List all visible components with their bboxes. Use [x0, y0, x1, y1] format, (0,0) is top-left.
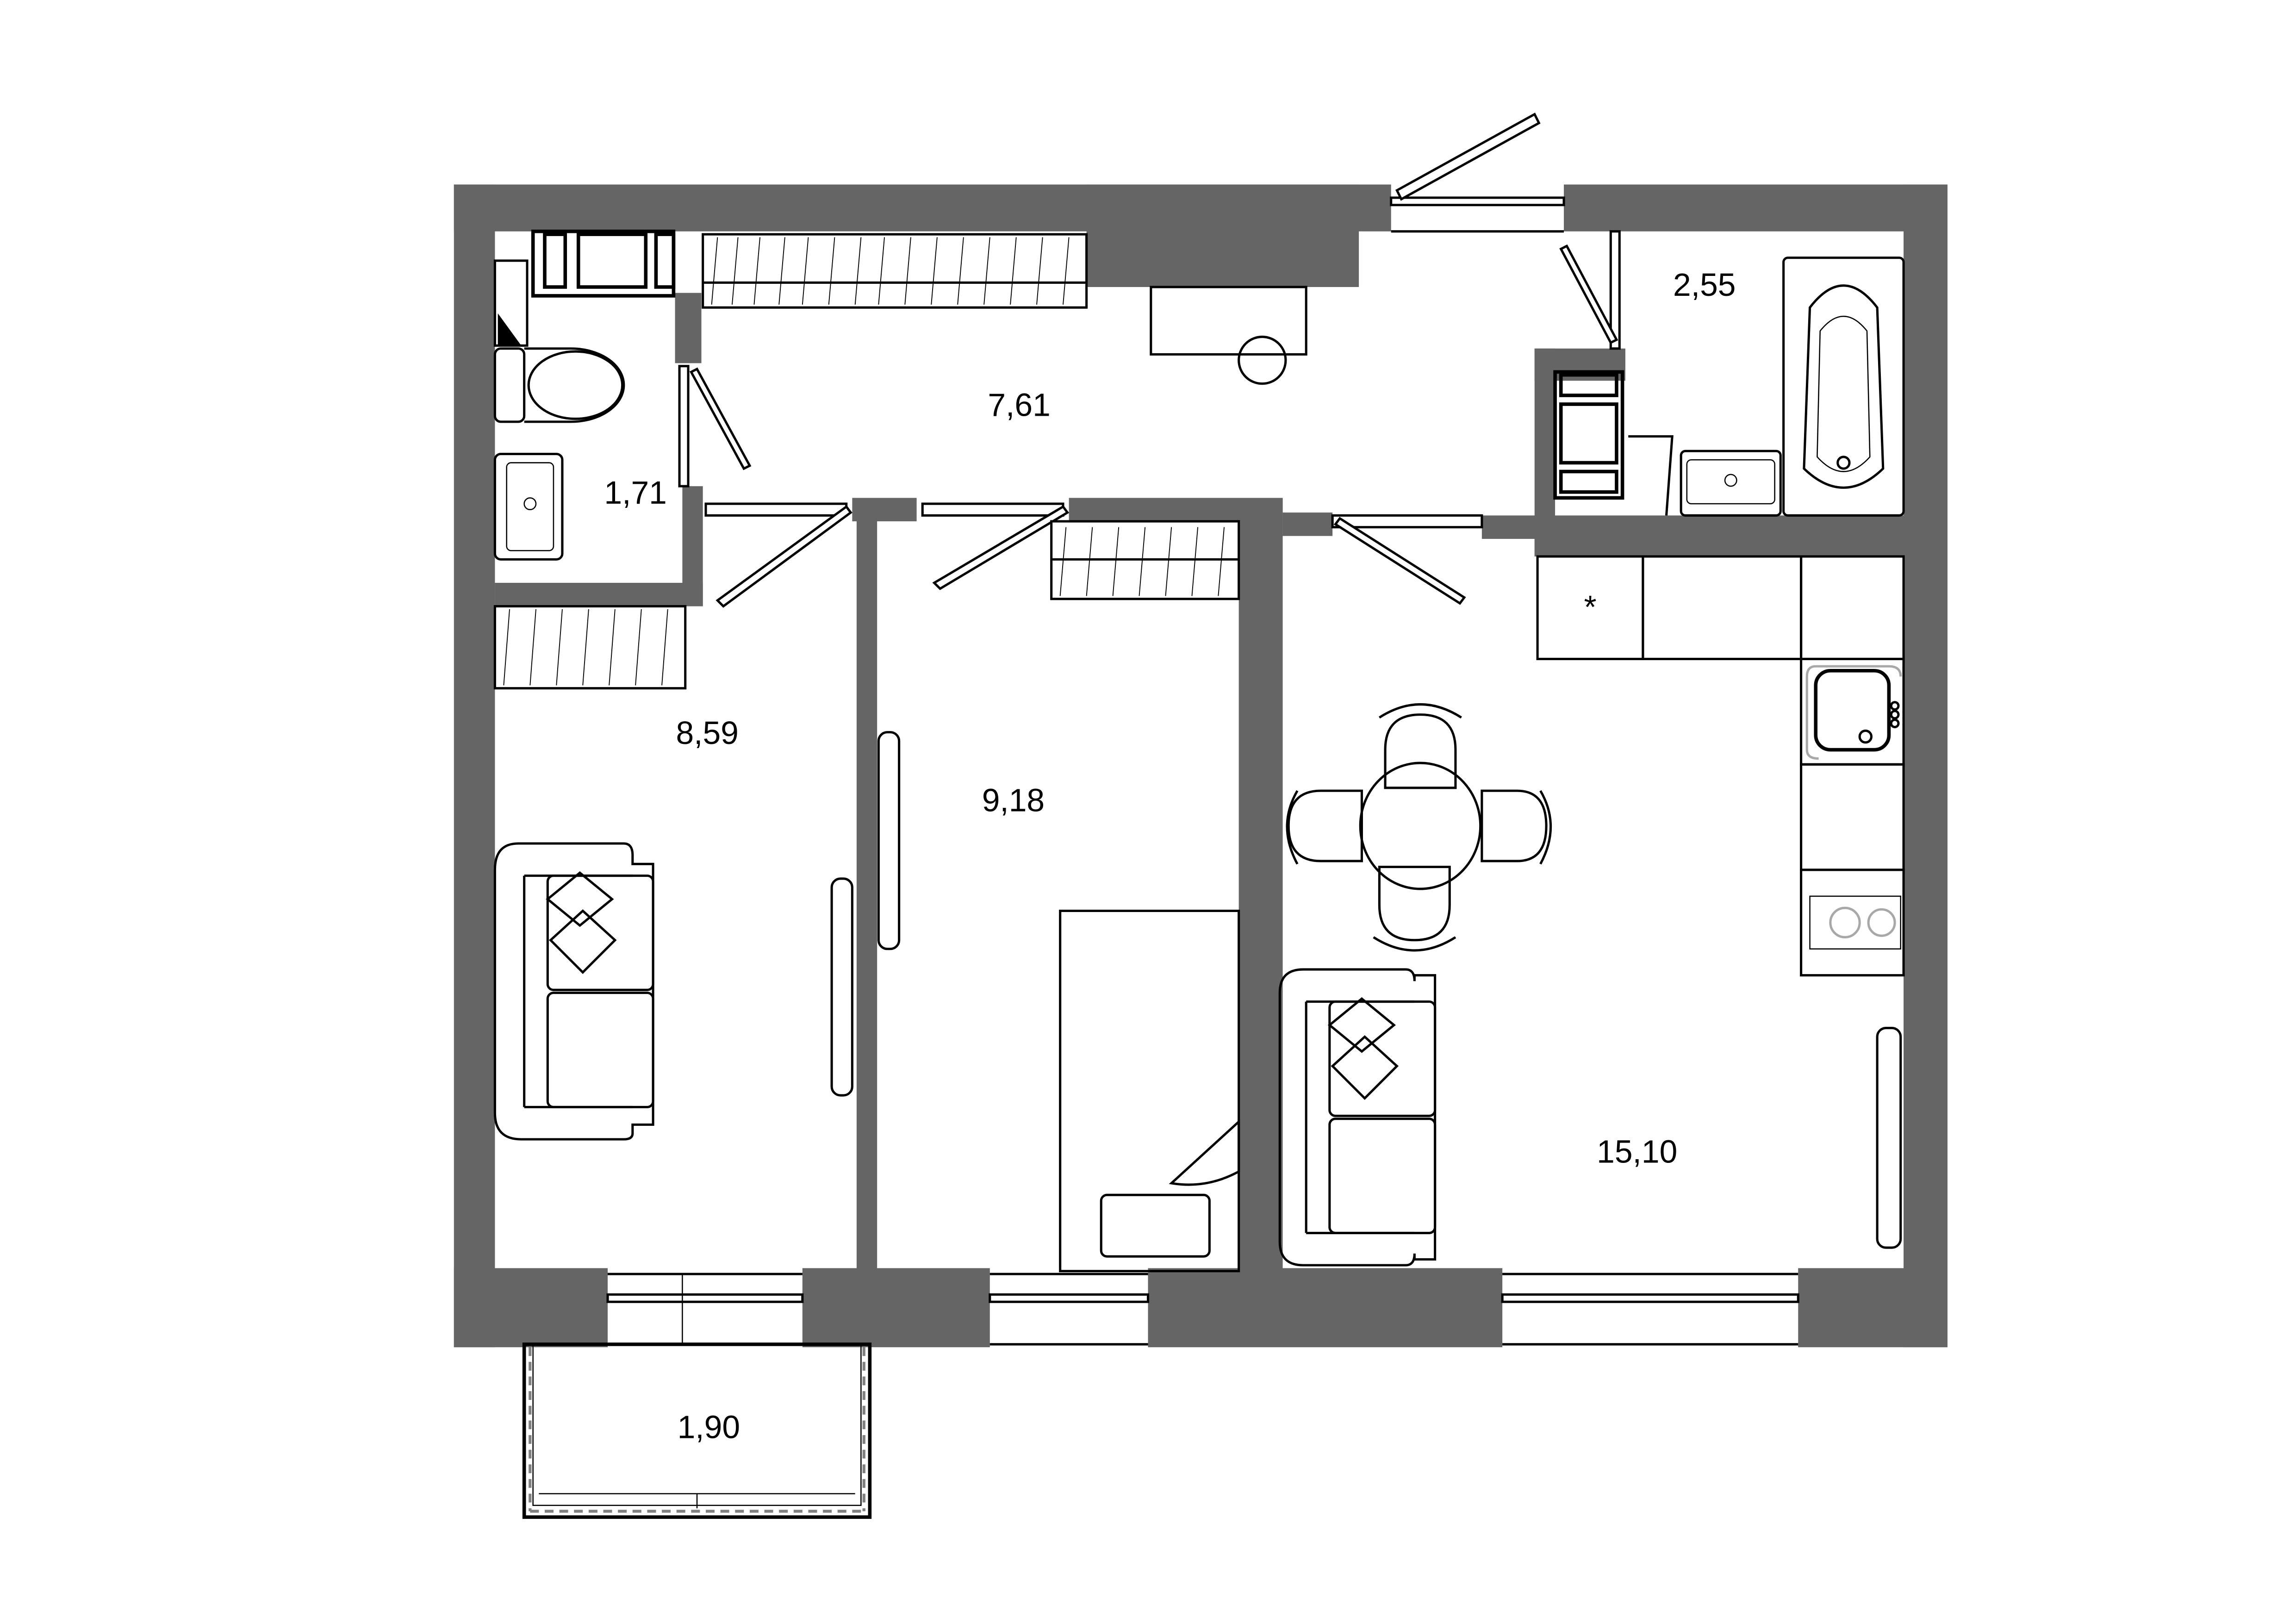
wc-fixtures: 1,71: [493, 229, 676, 561]
room-area-wc: 1,71: [604, 475, 666, 511]
bedroom-middle: 9,18: [982, 782, 1240, 1273]
balcony: 1,90: [522, 1343, 872, 1519]
closets: [493, 233, 1240, 690]
bedroom-left: 8,59: [493, 715, 739, 1141]
kitchen-living: * 15,10: [1278, 555, 1905, 1267]
room-area-bathroom: 2,55: [1673, 267, 1736, 303]
room-area-bedroom-left: 8,59: [676, 715, 738, 751]
fridge-mark: *: [1584, 589, 1596, 625]
walls: [454, 184, 1948, 1348]
room-area-balcony: 1,90: [678, 1409, 740, 1445]
room-area-kitchen-living: 15,10: [1597, 1134, 1677, 1170]
bathroom: 2,55: [1553, 256, 1905, 517]
hallway: 7,61: [988, 286, 1307, 423]
room-area-hallway: 7,61: [988, 387, 1050, 423]
doors: [678, 230, 1902, 1249]
room-area-bedroom-middle: 9,18: [982, 782, 1045, 818]
